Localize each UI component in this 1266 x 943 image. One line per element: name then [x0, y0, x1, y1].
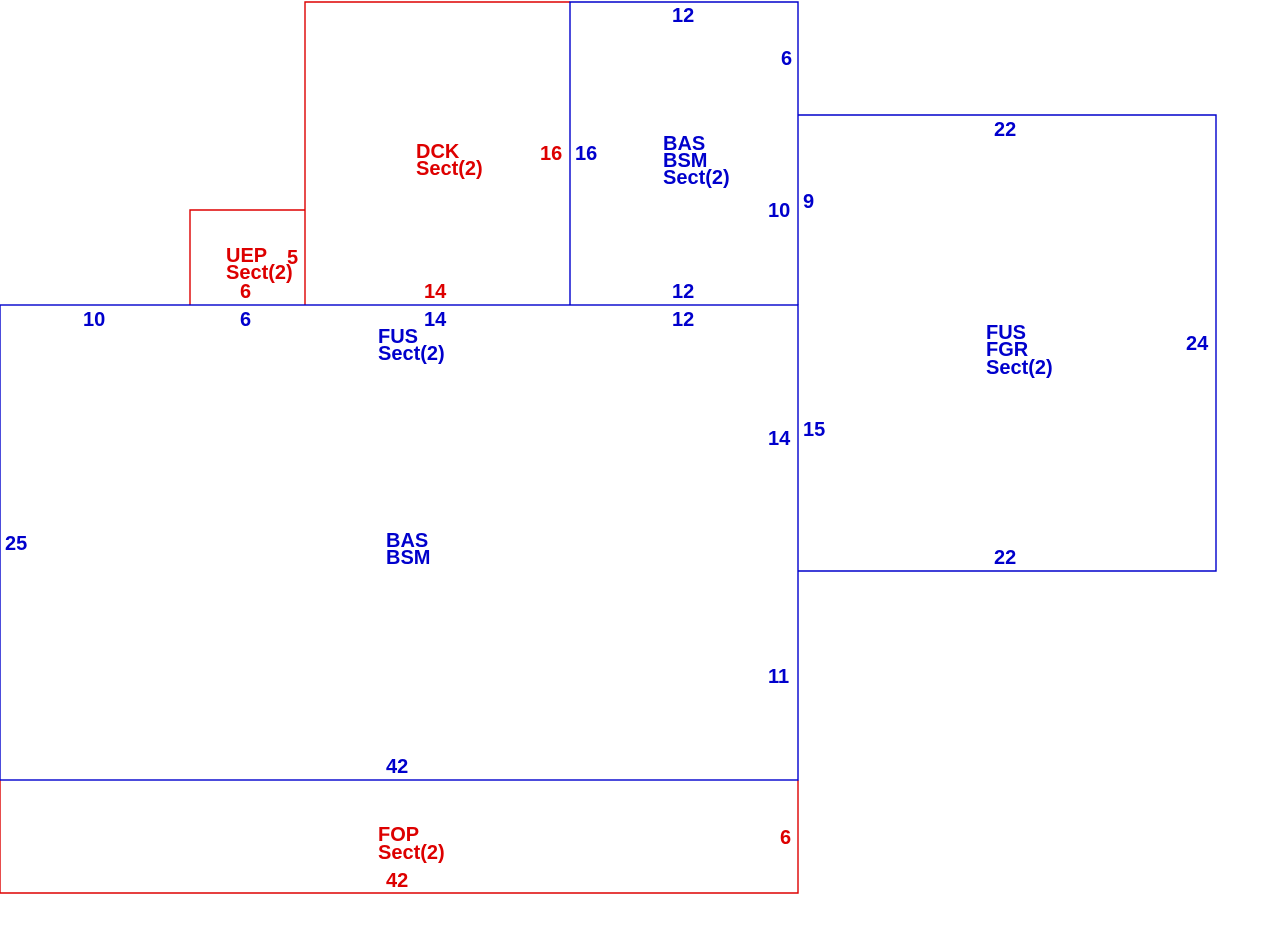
- fop-outline: [0, 780, 799, 894]
- bsm-main-code-label: BSM: [386, 547, 430, 569]
- bas-bsm-upper-outline: [569, 1, 799, 305]
- main-right-dimension-2: 11: [768, 666, 789, 688]
- bas-main-code-label: BAS: [386, 530, 428, 552]
- dck-section-label: Sect(2): [416, 158, 483, 180]
- fgr-bottom-dimension: 22: [994, 547, 1016, 569]
- fus-fgr-outline: [798, 114, 1217, 572]
- bas-upper-bottom-dimension: 12: [672, 281, 694, 303]
- dck-side-dimension: 16: [540, 143, 562, 165]
- fus-section-label: Sect(2): [378, 343, 445, 365]
- area-labels: DCK Sect(2) UEP Sect(2) BAS BSM Sect(2) …: [226, 133, 1053, 864]
- fus-fgr-code-label-1: FUS: [986, 322, 1026, 344]
- bas-upper-left-dimension: 16: [575, 143, 597, 165]
- dck-bottom-dimension: 14: [424, 281, 447, 303]
- fgr-right-dimension: 24: [1186, 333, 1209, 355]
- bas-upper-right-dimension: 6: [781, 48, 792, 70]
- main-top-dimension-2: 6: [240, 309, 251, 331]
- bas-upper-top-dimension: 12: [672, 5, 694, 27]
- dck-code-label: DCK: [416, 141, 460, 163]
- fgr-top-dimension: 22: [994, 119, 1016, 141]
- fus-code-label: FUS: [378, 326, 418, 348]
- fop-code-label: FOP: [378, 824, 419, 846]
- uep-outline: [189, 209, 305, 305]
- main-top-dimension-3: 14: [424, 309, 447, 331]
- bas-upper-code-label: BAS: [663, 133, 705, 155]
- main-top-dimension-1: 10: [83, 309, 105, 331]
- uep-bottom-dimension: 6: [240, 281, 251, 303]
- fop-side-dimension: 6: [780, 827, 791, 849]
- bsm-upper-code-label: BSM: [663, 150, 707, 172]
- dck-outline: [304, 1, 570, 305]
- main-bottom-dimension: 42: [386, 756, 408, 778]
- main-top-dimension-4: 12: [672, 309, 694, 331]
- fop-section-label: Sect(2): [378, 842, 445, 864]
- main-left-dimension: 25: [5, 533, 27, 555]
- bas-upper-section-label: Sect(2): [663, 167, 730, 189]
- fgr-left-upper-dimension: 9: [803, 191, 814, 213]
- dimension-labels: 16 14 5 6 6 42 12 6 16 10 12 10 6 14 12 …: [5, 5, 1209, 892]
- fgr-left-lower-dimension: 15: [803, 419, 825, 441]
- uep-code-label: UEP: [226, 245, 267, 267]
- exterior-outlines: [0, 1, 799, 894]
- main-right-dimension-1: 14: [768, 428, 791, 450]
- uep-side-dimension: 5: [287, 247, 298, 269]
- fop-bottom-dimension: 42: [386, 870, 408, 892]
- uep-section-label: Sect(2): [226, 262, 293, 284]
- living-outlines: [0, 1, 1217, 781]
- bas-upper-right-lower-dimension: 10: [768, 200, 790, 222]
- fus-fgr-code-label-2: FGR: [986, 339, 1029, 361]
- bas-bsm-main-outline: [0, 304, 799, 781]
- fus-fgr-section-label: Sect(2): [986, 357, 1053, 379]
